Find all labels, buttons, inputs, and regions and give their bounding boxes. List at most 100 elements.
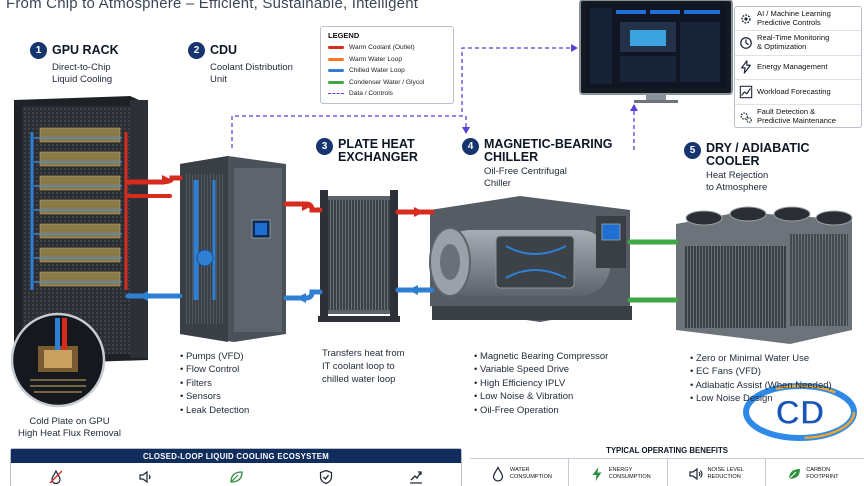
step-title-line: COOLER <box>706 154 760 169</box>
step-number: 1 <box>30 42 47 59</box>
legend: LEGEND Warm Coolant (Outlet) Warm Water … <box>320 26 454 104</box>
list-item: Variable Speed Drive <box>474 363 608 376</box>
feature-label-line: Energy Management <box>757 62 828 72</box>
feature-label-line: Workload Forecasting <box>757 86 831 96</box>
water-drop-icon <box>492 465 504 482</box>
feature-workload-forecasting: Workload Forecasting <box>735 80 861 105</box>
note-line: chilled water loop <box>322 373 396 385</box>
step-desc-line: Coolant Distribution <box>210 62 293 73</box>
legend-label: Data / Controls <box>349 90 393 98</box>
speaker-icon <box>688 467 703 480</box>
step-desc-line: Liquid Cooling <box>52 73 113 85</box>
legend-swatch <box>328 69 344 73</box>
cdu-illustration <box>180 156 286 342</box>
list-item: Oil-Free Operation <box>474 404 608 417</box>
feature-label-line: Predictive Maintenance <box>757 115 836 125</box>
step-title: GPU RACK <box>52 42 119 57</box>
phx-note: Transfers heat from IT coolant loop to c… <box>322 348 405 386</box>
chiller-illustration <box>429 196 632 322</box>
step-number: 5 <box>684 142 701 159</box>
pipe-flow-arrows <box>138 175 424 303</box>
clock-icon <box>740 37 752 49</box>
benefit-label-line: CARBON <box>806 466 831 473</box>
benefit-label-line: CONSUMPTION <box>608 473 651 480</box>
legend-item-data-controls: Data / Controls <box>328 88 446 100</box>
leaf-icon <box>230 471 243 483</box>
list-item: Low Noise & Vibration <box>474 390 608 403</box>
step-gpu-rack: 1 GPU RACK Direct-to-Chip Liquid Cooling <box>30 42 119 86</box>
lightning-icon <box>741 60 751 75</box>
list-item: Zero or Minimal Water Use <box>690 352 832 365</box>
step-title-line: PLATE HEAT <box>338 137 415 151</box>
gpu-rack-illustration <box>14 96 148 364</box>
benefit-label-line: FOOTPRINT <box>806 473 839 480</box>
feature-label-line: Fault Detection & <box>757 107 816 117</box>
note-line: Transfers heat from <box>322 348 405 359</box>
step-desc-line: Direct-to-Chip <box>52 62 111 73</box>
control-lines <box>231 47 635 150</box>
step-title-line: CHILLER <box>484 150 539 165</box>
ecosystem-title: CLOSED-LOOP LIQUID COOLING ECOSYSTEM <box>11 449 461 463</box>
step-title: CDU <box>210 42 238 57</box>
legend-swatch <box>328 80 344 84</box>
monitor-illustration <box>579 0 733 103</box>
benefit-label-line: REDUCTION <box>707 473 741 480</box>
benefit-label-line: NOISE LEVEL <box>707 466 744 473</box>
step-desc-line: Unit <box>210 73 227 85</box>
note-line: IT coolant loop to <box>322 360 395 372</box>
growth-chart-icon <box>410 471 422 484</box>
control-arrow-chiller <box>462 127 470 134</box>
list-item: Filters <box>180 377 249 390</box>
benefit-label-line: ENERGY <box>608 466 633 473</box>
gear-icon <box>741 14 751 24</box>
control-arrow-cooler <box>630 104 638 111</box>
speaker-icon <box>139 470 151 484</box>
step-desc-line: Chiller <box>484 178 511 190</box>
cold-plate-caption: Cold Plate on GPU High Heat Flux Removal <box>18 416 121 440</box>
page-subtitle: From Chip to Atmosphere – Efficient, Sus… <box>6 0 419 12</box>
shield-check-icon <box>319 469 333 485</box>
gears-icon <box>740 112 752 123</box>
feature-label-line: AI / Machine Learning <box>757 8 831 18</box>
step-cdu: 2 CDU Coolant Distribution Unit <box>188 42 293 86</box>
cold-plate-zoom <box>10 312 106 408</box>
step-dry-cooler: 5 DRY / ADIABATIC COOLER Heat Rejection … <box>684 141 809 194</box>
chart-icon <box>739 85 753 99</box>
benefits-title: TYPICAL OPERATING BENEFITS <box>606 446 728 455</box>
step-title-line: MAGNETIC-BEARING <box>484 137 613 151</box>
feature-label-line: Real-Time Monitoring <box>757 33 830 43</box>
legend-swatch <box>328 57 344 61</box>
step-desc-line: Heat Rejection <box>706 170 769 182</box>
step-number: 4 <box>462 138 479 155</box>
dry-cooler-illustration <box>676 206 853 344</box>
feature-label-line: Predictive Controls <box>757 17 821 27</box>
caption-line: High Heat Flux Removal <box>18 427 121 439</box>
list-item: Leak Detection <box>180 404 249 417</box>
list-item: Low Noise Design <box>690 392 832 405</box>
step-chiller: 4 MAGNETIC-BEARING CHILLER Oil-Free Cent… <box>462 137 613 190</box>
feature-fault-detection: Fault Detection &Predictive Maintenance <box>735 105 861 129</box>
caption-line: Cold Plate on GPU <box>29 416 110 427</box>
legend-label: Chilled Water Loop <box>349 67 405 75</box>
feature-label-line: & Optimization <box>757 42 807 52</box>
list-item: EC Fans (VFD) <box>690 365 832 378</box>
step-desc-line: to Atmosphere <box>706 182 768 194</box>
legend-label: Warm Water Loop <box>349 55 403 63</box>
step-number: 2 <box>188 42 205 59</box>
feature-energy-management: Energy Management <box>735 56 861 81</box>
leaf-icon <box>788 468 801 479</box>
step-title-line: EXCHANGER <box>338 150 418 165</box>
list-item: Pumps (VFD) <box>180 350 249 363</box>
legend-item-warm-coolant: Warm Coolant (Outlet) <box>328 42 446 54</box>
chiller-feature-list: Magnetic Bearing Compressor Variable Spe… <box>474 350 608 417</box>
legend-label: Condenser Water / Glycol <box>349 78 425 86</box>
cdu-feature-list: Pumps (VFD) Flow Control Filters Sensors… <box>180 350 249 417</box>
legend-swatch <box>328 46 344 50</box>
list-item: Adiabatic Assist (When Needed) <box>690 379 831 392</box>
